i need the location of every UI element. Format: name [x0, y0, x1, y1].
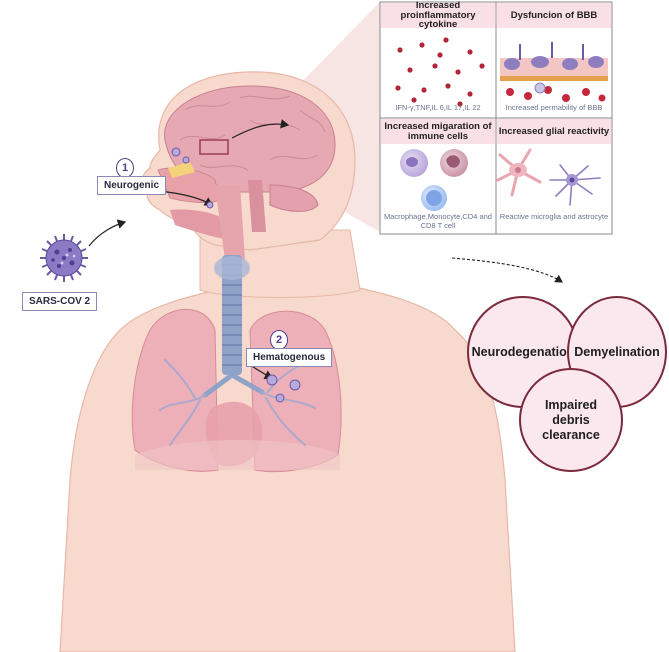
panel-2-title: Dysfuncion of BBB: [497, 3, 611, 28]
sars-cov-2-virus: [40, 234, 88, 282]
outcome-impaired-debris-clearance: Impaired debris clearance: [519, 368, 623, 472]
immune-cells: [400, 149, 468, 211]
glial-cells: [496, 148, 601, 206]
cytokine-dots: [395, 37, 485, 107]
bbb-illustration: [500, 42, 608, 102]
panel-4-title: Increased glial reactivity: [497, 119, 611, 144]
panel-3-caption: Macrophage,Monocyte,CD4 and CD8 T cell: [384, 212, 492, 230]
virus-label: SARS-COV 2: [22, 292, 98, 311]
route-1-badge: 1: [116, 158, 134, 178]
panel-1-title: Increased proinflammatory cytokine: [381, 0, 495, 30]
panel-1-caption: IFN-γ,TNF,IL 6,IL 17,IL 22: [395, 103, 481, 112]
hematogenous-label: Hematogenous: [246, 348, 333, 367]
panel-4-caption: Reactive microglia and astrocyte: [499, 212, 609, 221]
panel-3-title: Increased migaration of immune cells: [381, 119, 495, 144]
neurogenic-label: Neurogenic: [97, 176, 167, 195]
route-2-badge: 2: [270, 330, 288, 350]
panel-2-caption: Increased permability of BBB: [505, 103, 603, 112]
virion-markers: [171, 147, 301, 403]
